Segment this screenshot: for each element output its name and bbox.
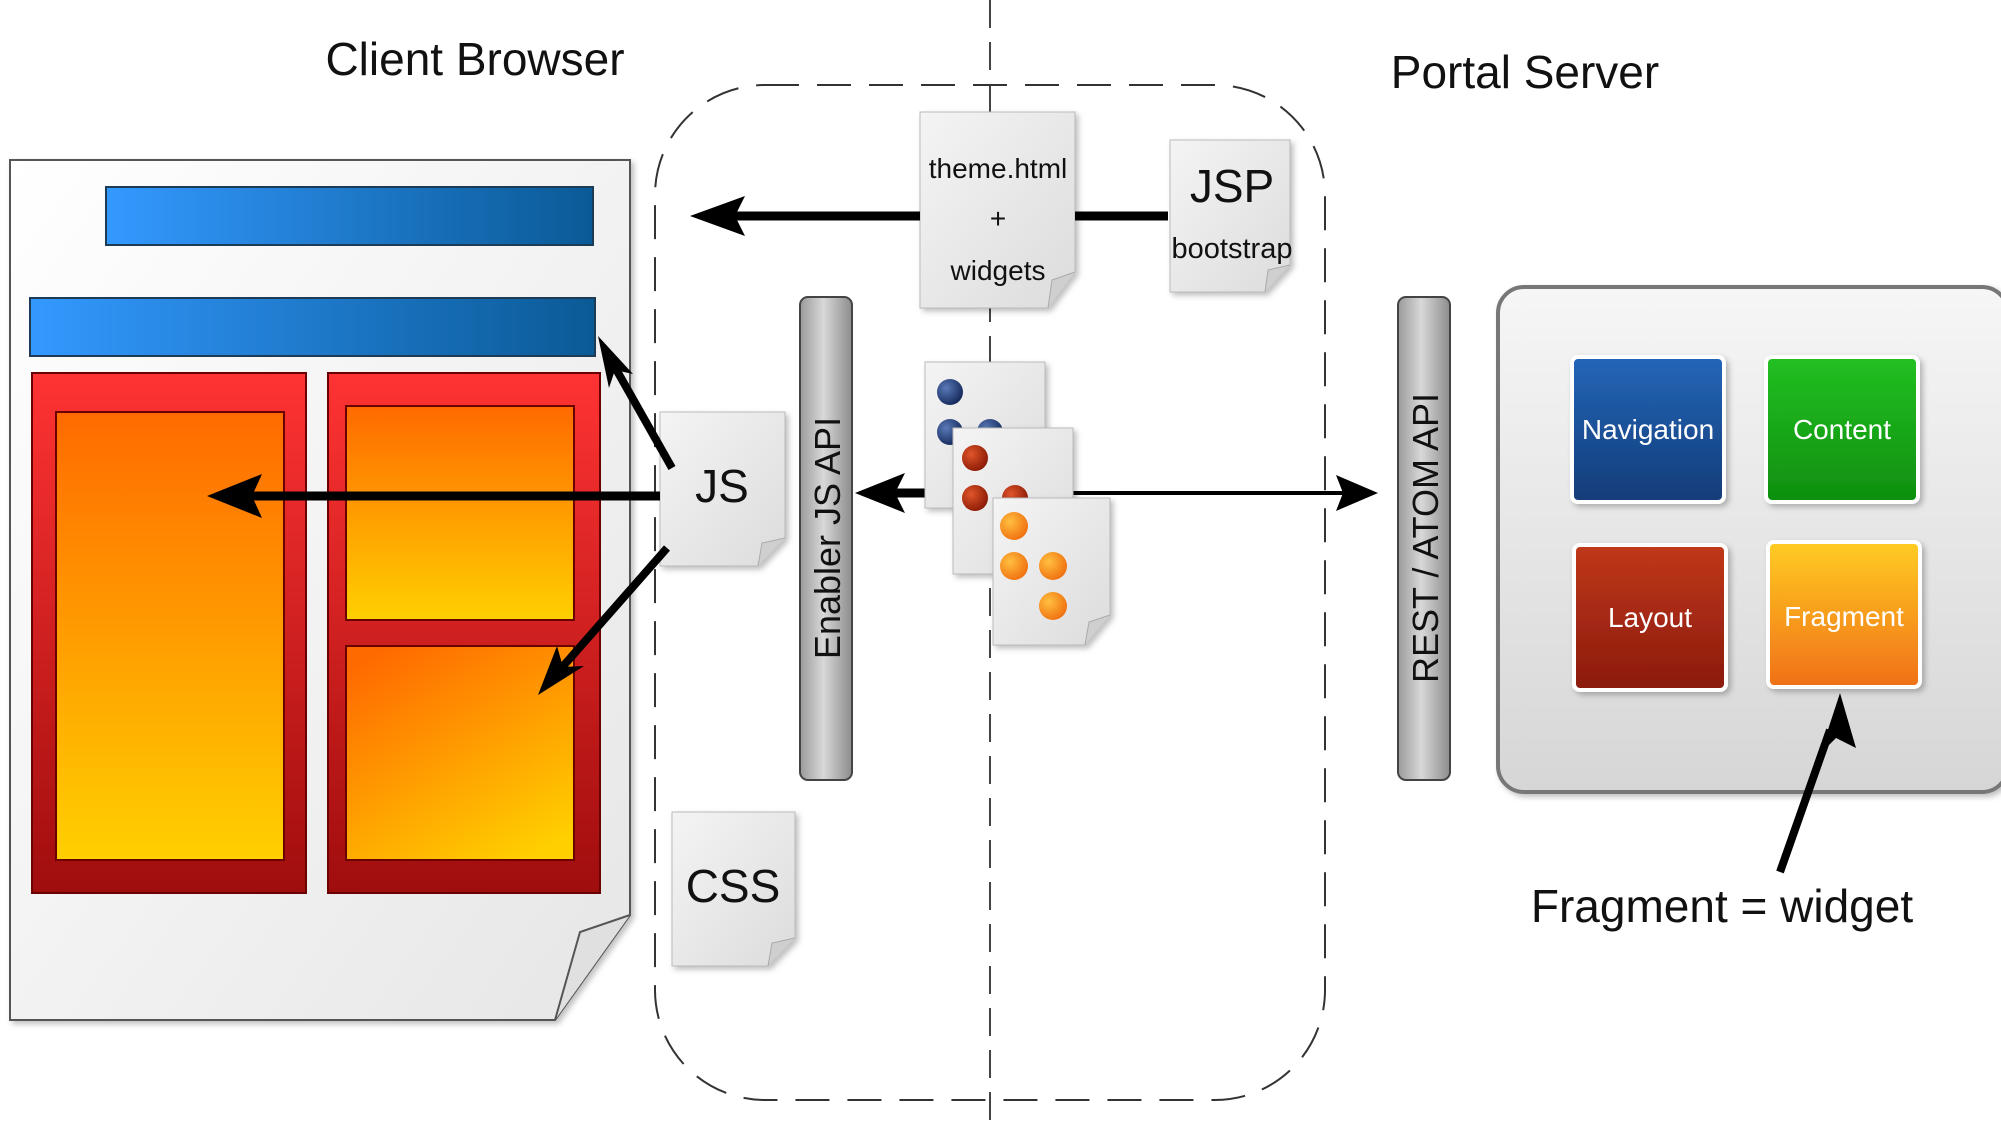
js-to-navbar-arrow <box>608 360 676 470</box>
portal-server-heading: Portal Server <box>1391 46 1659 98</box>
layout-label: Layout <box>1608 602 1692 633</box>
orange-dot <box>1039 592 1067 620</box>
css-label: CSS <box>686 860 781 912</box>
theme-document <box>919 111 1076 309</box>
jsp-document <box>1169 139 1291 293</box>
blue-dot <box>937 379 963 405</box>
js-to-bottom-portlet-arrow <box>554 545 671 675</box>
css-document <box>671 811 796 967</box>
fragment-block <box>1766 540 1922 689</box>
theme-label-line3: widgets <box>950 255 1046 286</box>
theme-label-line2: + <box>990 203 1006 234</box>
orange-dot <box>1000 512 1028 540</box>
navigation-label: Navigation <box>1582 414 1714 445</box>
red-dot <box>962 485 988 511</box>
orange-dot <box>1039 552 1067 580</box>
js-document <box>659 411 786 567</box>
enabler-js-api-bar <box>799 296 853 781</box>
transport-region <box>654 84 1326 1101</box>
right-top-portlet <box>345 405 575 621</box>
orange-dot <box>1000 552 1028 580</box>
jsp-bootstrap-label: bootstrap <box>1172 233 1293 265</box>
rest-atom-api-bar <box>1397 296 1451 781</box>
content-label: Content <box>1793 414 1891 445</box>
fragment-label: Fragment <box>1784 601 1904 632</box>
red-dot <box>962 445 988 471</box>
client-browser-heading: Client Browser <box>325 33 624 85</box>
js-label: JS <box>695 460 749 512</box>
enabler-js-api-label: Enabler JS API <box>807 417 848 659</box>
layout-block <box>1572 543 1728 692</box>
fragment-widget-annotation: Fragment = widget <box>1531 880 1913 932</box>
navigation-block <box>1570 355 1726 504</box>
right-bottom-portlet <box>345 645 575 861</box>
theme-label-line1: theme.html <box>929 153 1068 184</box>
jsp-label: JSP <box>1190 160 1274 212</box>
rest-atom-api-label: REST / ATOM API <box>1405 393 1446 683</box>
content-block <box>1764 355 1920 504</box>
page-header-bar <box>105 186 594 246</box>
page-nav-bar <box>29 297 596 357</box>
fragment-annotation-arrow <box>1776 728 1834 874</box>
